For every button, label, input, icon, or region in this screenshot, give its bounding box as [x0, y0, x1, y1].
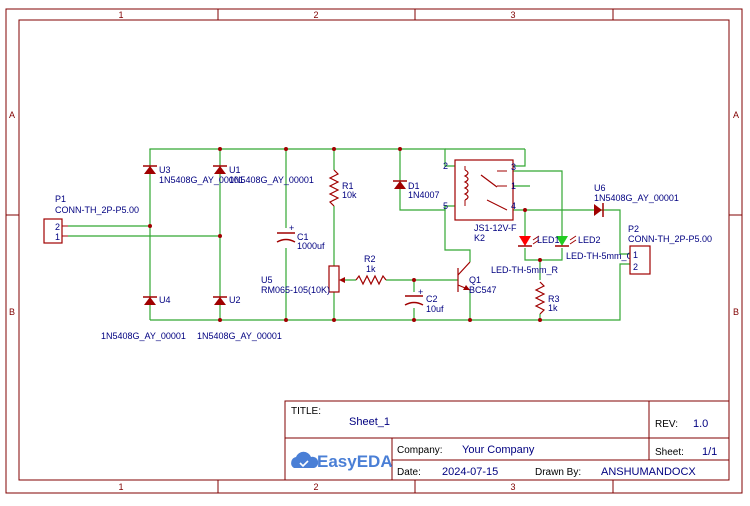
drawn-by-value: ANSHUMANDOCX [601, 466, 696, 478]
u1-value: 1N5408G_AY_00001 [229, 175, 314, 185]
frame-col-3-top: 3 [510, 10, 515, 20]
d1-ref: D1 [408, 181, 420, 191]
u5-value: RM065-105(10K) [261, 285, 330, 295]
r2-value: 1k [366, 264, 376, 274]
u1-ref: U1 [229, 165, 241, 175]
rev-key: REV: [655, 419, 678, 430]
p2-ref: P2 [628, 224, 639, 234]
date-value: 2024-07-15 [442, 466, 498, 478]
diode-u6[interactable] [594, 203, 604, 217]
easyeda-cloud-icon [291, 451, 319, 468]
diode-u1[interactable] [213, 165, 227, 174]
k2-pin-4: 4 [511, 201, 516, 211]
potentiometer-u5[interactable] [328, 265, 345, 293]
c1-value: 1000uf [297, 241, 325, 251]
p1-connector[interactable] [43, 218, 68, 244]
frame-col-3-bottom: 3 [510, 482, 515, 492]
c1-ref: C1 [297, 232, 309, 242]
frame-row-b-right: B [733, 307, 739, 317]
c2-value: 10uf [426, 304, 444, 314]
r2-ref: R2 [364, 254, 376, 264]
frame-col-1-bottom: 1 [118, 482, 123, 492]
diode-u4[interactable] [143, 296, 157, 305]
c2-polarity: + [418, 287, 423, 297]
frame-row-a-right: A [733, 110, 739, 120]
p1-pin-1: 1 [55, 232, 60, 242]
frame-row-b-left: B [9, 307, 15, 317]
easyeda-logo: EasyEDA [317, 452, 393, 471]
q1-ref: Q1 [469, 275, 481, 285]
diode-u2[interactable] [213, 296, 227, 305]
sheet-title: Sheet_1 [349, 416, 390, 428]
q1-value: BC547 [469, 285, 497, 295]
led1-red[interactable] [518, 235, 540, 247]
d1-value: 1N4007 [408, 190, 440, 200]
r3-value: 1k [548, 303, 558, 313]
diode-d1[interactable] [393, 180, 407, 189]
resistor-r1[interactable] [328, 169, 340, 207]
title-block [284, 400, 730, 481]
frame-col-2-bottom: 2 [313, 482, 318, 492]
company-key: Company: [397, 445, 443, 456]
sheet-key: Sheet: [655, 447, 684, 458]
k2-pin-3: 3 [511, 162, 516, 172]
capacitor-c1[interactable] [276, 228, 296, 248]
led1-value: LED-TH-5mm_R [491, 265, 559, 275]
company-value: Your Company [462, 444, 535, 456]
k2-value: JS1-12V-F [474, 223, 517, 233]
r1-ref: R1 [342, 181, 354, 191]
p2-connector[interactable] [629, 245, 651, 275]
junctions [148, 147, 542, 322]
p2-pin-1: 1 [633, 250, 638, 260]
resistor-r3[interactable] [534, 281, 546, 315]
transistor-q1[interactable] [457, 261, 471, 292]
rev-value: 1.0 [693, 418, 708, 430]
resistor-r2[interactable] [355, 274, 387, 286]
u4-ref: U4 [159, 295, 171, 305]
led2-value: LED-TH-5mm_G [566, 251, 634, 261]
p2-pin-2: 2 [633, 262, 638, 272]
u3-ref: U3 [159, 165, 171, 175]
p1-value: CONN-TH_2P-P5.00 [55, 205, 139, 215]
k2-pin-2: 2 [443, 161, 448, 171]
u2-value: 1N5408G_AY_00001 [197, 331, 282, 341]
p1-ref: P1 [55, 194, 66, 204]
u6-ref: U6 [594, 183, 606, 193]
k2-ref: K2 [474, 233, 485, 243]
led1-ref: LED1 [537, 235, 560, 245]
u6-value: 1N5408G_AY_00001 [594, 193, 679, 203]
drawn-by-key: Drawn By: [535, 467, 581, 478]
diode-u3[interactable] [143, 165, 157, 174]
relay-k2[interactable] [454, 159, 514, 221]
frame-col-2-top: 2 [313, 10, 318, 20]
led2-ref: LED2 [578, 235, 601, 245]
r1-value: 10k [342, 190, 357, 200]
capacitor-c2[interactable] [404, 292, 424, 308]
u2-ref: U2 [229, 295, 241, 305]
r3-ref: R3 [548, 294, 560, 304]
title-key: TITLE: [291, 406, 321, 417]
u3-value: 1N5408G_AY_00001 [159, 175, 244, 185]
k2-pin-5: 5 [443, 201, 448, 211]
c1-polarity: + [289, 223, 294, 233]
p2-value: CONN-TH_2P-P5.00 [628, 234, 712, 244]
led2-green[interactable] [555, 235, 577, 247]
date-key: Date: [397, 467, 421, 478]
u4-value: 1N5408G_AY_00001 [101, 331, 186, 341]
k2-pin-1: 1 [511, 181, 516, 191]
c2-ref: C2 [426, 294, 438, 304]
sheet-value: 1/1 [702, 446, 717, 458]
p1-pin-2: 2 [55, 222, 60, 232]
frame-col-1-top: 1 [118, 10, 123, 20]
u5-ref: U5 [261, 275, 273, 285]
frame-row-a-left: A [9, 110, 15, 120]
